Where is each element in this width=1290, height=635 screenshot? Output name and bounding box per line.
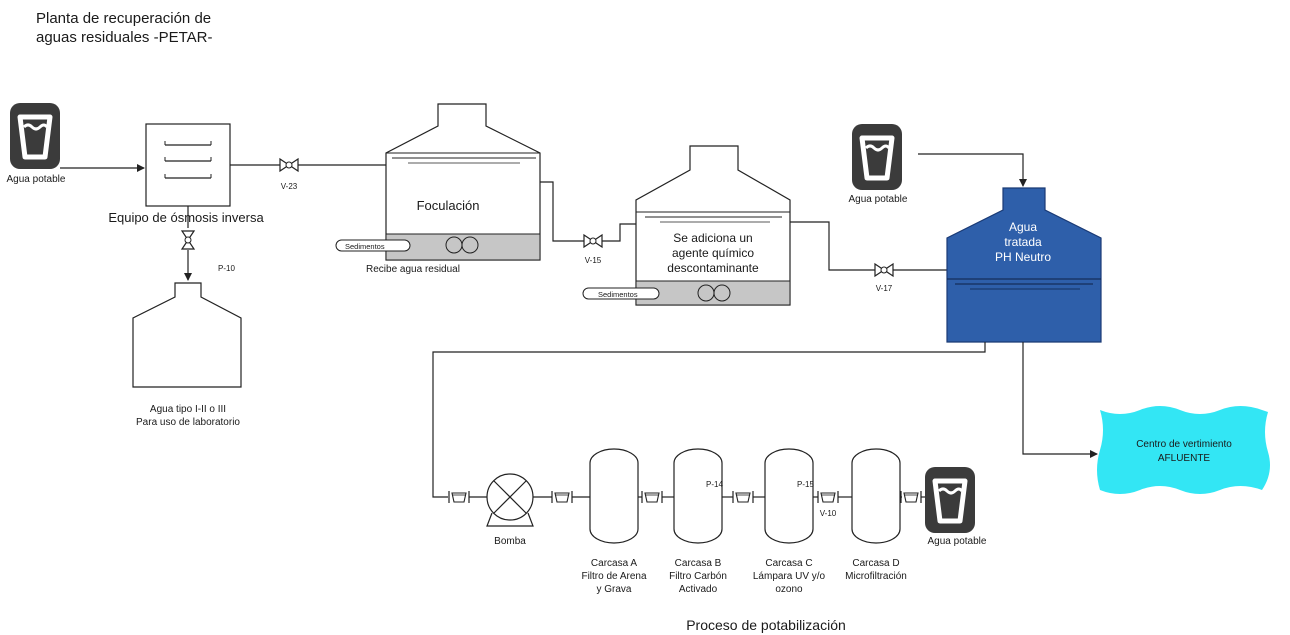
water-glass-icon (925, 467, 975, 533)
valve-v23 (279, 158, 299, 172)
chem-label-2: agente químico (672, 246, 754, 260)
v23-tag: V-23 (281, 182, 298, 191)
carcasa-a-label-1: Carcasa A (591, 558, 637, 569)
valve-v15 (583, 234, 603, 248)
fitting-6 (900, 490, 922, 504)
carcasa-b-label-1: Carcasa B (675, 558, 722, 569)
carcasa-d: Carcasa D Microfiltración (845, 448, 907, 582)
foculacion-tank: Foculación (385, 103, 541, 261)
osmosis-box (145, 123, 231, 207)
osmosis-label: Equipo de ósmosis inversa (108, 210, 264, 225)
lab-water-label-2: Para uso de laboratorio (136, 417, 240, 428)
carcasa-b-label-2: Filtro Carbón (669, 571, 727, 582)
pipe-supply-treated (918, 153, 1027, 187)
carcasa-c-label-3: ozono (775, 584, 803, 595)
chemical-tank: Se adiciona un agente químico descontami… (635, 145, 791, 306)
recibe-label: Recibe agua residual (366, 264, 460, 275)
carcasa-c-label-2: Lámpara UV y/o (753, 571, 826, 582)
carcasa-a-label-3: y Grava (596, 584, 631, 595)
carcasa-a-label-2: Filtro de Arena (581, 571, 646, 582)
p10-tag: P-10 (218, 264, 235, 273)
v10-tag: V-10 (820, 509, 837, 518)
agua-potable-inlet-label: Agua potable (7, 174, 66, 185)
carcasa-b: P-14 Carcasa B Filtro Carbón Activado (669, 448, 727, 595)
treated-water-tank: Agua tratada PH Neutro (946, 187, 1102, 343)
fitting-4 (732, 490, 754, 504)
valve-v17 (874, 263, 894, 277)
agua-potable-inlet: Agua potable (7, 103, 66, 185)
chem-label-1: Se adiciona un (673, 231, 752, 245)
treated-label-3: PH Neutro (995, 250, 1051, 264)
carcasa-d-label-2: Microfiltración (845, 571, 907, 582)
water-glass-icon (852, 124, 902, 190)
osmosis-unit: Equipo de ósmosis inversa (108, 123, 264, 225)
sedimentos-outlet-2 (582, 287, 660, 300)
treated-label-2: tratada (1004, 235, 1042, 249)
agua-potable-tank-label: Agua potable (849, 194, 908, 205)
treated-label-1: Agua (1009, 220, 1037, 234)
lab-water-label-1: Agua tipo I-II o III (150, 404, 226, 415)
p14-tag: P-14 (706, 480, 723, 489)
pipe-treated-discharge (1022, 342, 1098, 458)
centro-label-2: AFLUENTE (1158, 453, 1211, 464)
fitting-1 (448, 490, 470, 504)
v15-tag: V-15 (585, 256, 602, 265)
agua-potable-tank-supply: Agua potable (849, 124, 908, 205)
discharge-shape (1097, 406, 1270, 494)
valve-osmosis-outlet (181, 230, 195, 250)
lab-water-tank: Agua tipo I-II o III Para uso de laborat… (132, 282, 242, 428)
bomba-label: Bomba (494, 536, 526, 547)
v17-tag: V-17 (876, 284, 893, 293)
fitting-5 (817, 490, 839, 504)
title-line-2: aguas residuales -PETAR- (36, 29, 213, 46)
carcasa-a: Carcasa A Filtro de Arena y Grava (581, 448, 647, 595)
carcasa-c-label-1: Carcasa C (765, 558, 812, 569)
carcasa-d-label-1: Carcasa D (852, 558, 899, 569)
carcasa-c: P-15 Carcasa C Lámpara UV y/o ozono (753, 448, 826, 595)
title-line-1: Planta de recuperación de (36, 10, 212, 27)
bomba-pump: Bomba (486, 473, 534, 547)
sedimentos-outlet-1 (335, 239, 411, 252)
foculacion-label: Foculación (417, 198, 480, 213)
agua-potable-outlet: Agua potable (925, 467, 987, 547)
sedimentos-label-1: Sedimentos (345, 242, 385, 251)
centro-vertimiento: Centro de vertimiento AFLUENTE (1097, 406, 1270, 494)
diagram-title: Planta de recuperación de aguas residual… (36, 9, 212, 47)
fitting-3 (641, 490, 663, 504)
sedimentos-label-2: Sedimentos (598, 290, 638, 299)
pipe-treated-potabilization (432, 342, 986, 498)
fitting-2 (551, 490, 573, 504)
carcasa-b-label-3: Activado (679, 584, 718, 595)
water-glass-icon (10, 103, 60, 169)
proceso-label: Proceso de potabilización (686, 617, 846, 633)
centro-label-1: Centro de vertimiento (1136, 439, 1232, 450)
chem-label-3: descontaminante (667, 261, 759, 275)
p15-tag: P-15 (797, 480, 814, 489)
agua-potable-outlet-label: Agua potable (928, 536, 987, 547)
